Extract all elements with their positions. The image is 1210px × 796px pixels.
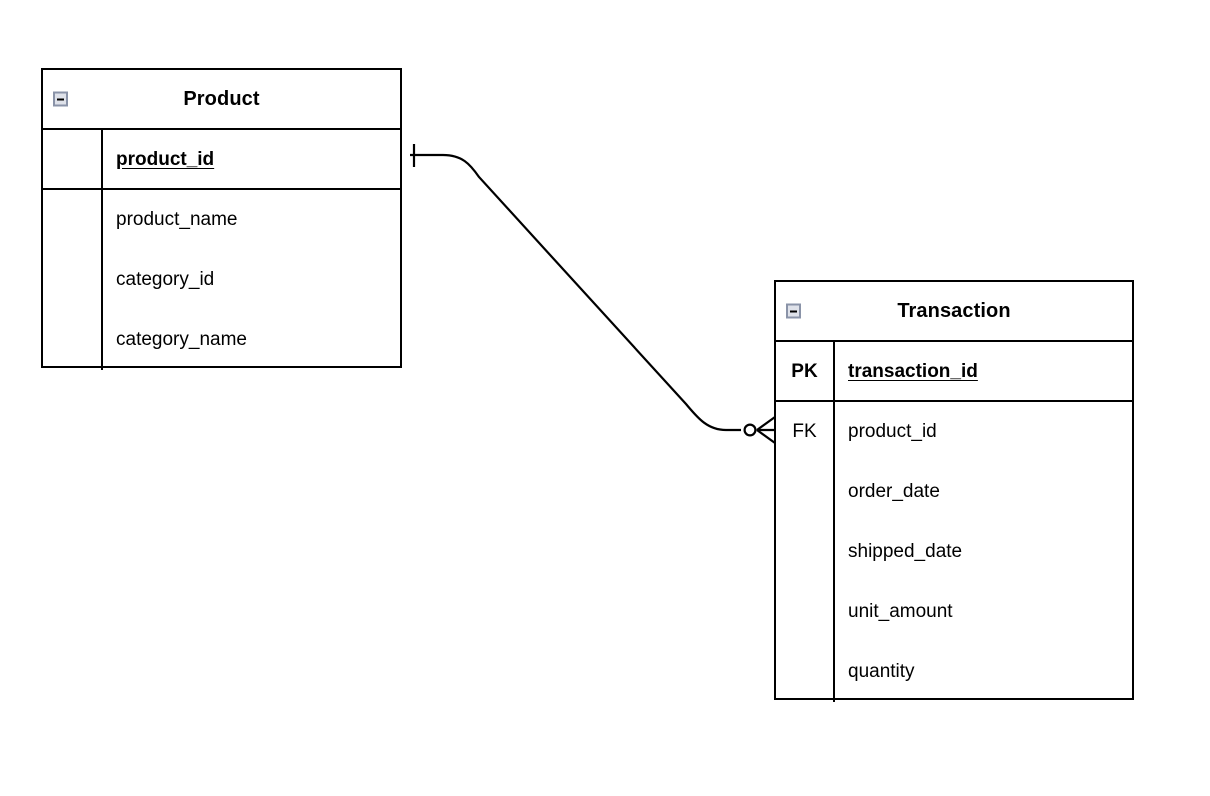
field-key-shipped-date: [776, 522, 833, 582]
field-key-order-date: [776, 462, 833, 522]
entity-product-pk-divider: [43, 188, 400, 190]
entity-product-title: Product: [183, 87, 260, 110]
field-name-category-name: category_name: [116, 329, 247, 350]
entity-product[interactable]: Product product_id product_name category…: [41, 68, 402, 370]
field-row-category-id[interactable]: category_id: [43, 250, 400, 310]
field-row-order-date[interactable]: order_date: [776, 462, 1132, 522]
cardinality-zero-circle: [743, 423, 757, 437]
field-key-product-id: [43, 130, 101, 190]
field-name-product-name: product_name: [116, 209, 238, 230]
minus-icon[interactable]: [53, 91, 68, 107]
entity-product-key-column-rule: [101, 130, 103, 370]
relationship-line-product-transaction[interactable]: [410, 153, 741, 432]
field-name-unit-amount: unit_amount: [848, 601, 953, 622]
entity-transaction-body: PK transaction_id FK product_id order_da…: [776, 342, 1132, 702]
field-key-quantity: [776, 642, 833, 702]
entity-transaction-pk-divider: [776, 400, 1132, 402]
field-name-order-date: order_date: [848, 481, 940, 502]
field-key-transaction-product-id: FK: [792, 421, 817, 442]
field-row-shipped-date[interactable]: shipped_date: [776, 522, 1132, 582]
entity-product-body: product_id product_name category_id cate…: [43, 130, 400, 370]
field-name-quantity: quantity: [848, 661, 915, 682]
field-row-product-name[interactable]: product_name: [43, 190, 400, 250]
entity-transaction-header: Transaction: [776, 282, 1132, 342]
minus-icon-bar: [790, 310, 797, 312]
entity-transaction-key-column-rule: [833, 342, 835, 702]
field-row-transaction-id[interactable]: PK transaction_id: [776, 342, 1132, 402]
cardinality-many-crowsfoot: [756, 416, 776, 444]
field-row-category-name[interactable]: category_name: [43, 310, 400, 370]
field-name-category-id: category_id: [116, 269, 215, 290]
entity-transaction-title: Transaction: [897, 299, 1011, 322]
field-name-transaction-product-id: product_id: [848, 421, 937, 442]
field-row-unit-amount[interactable]: unit_amount: [776, 582, 1132, 642]
field-row-quantity[interactable]: quantity: [776, 642, 1132, 702]
minus-icon-bar: [57, 98, 64, 100]
entity-product-header: Product: [43, 70, 400, 130]
minus-icon[interactable]: [786, 303, 801, 319]
field-key-category-id: [43, 250, 101, 310]
field-key-transaction-id: PK: [791, 361, 818, 382]
field-key-product-name: [43, 190, 101, 250]
field-key-category-name: [43, 310, 101, 370]
field-name-transaction-id: transaction_id: [848, 361, 978, 382]
field-name-product-id: product_id: [116, 149, 215, 170]
field-key-unit-amount: [776, 582, 833, 642]
field-name-shipped-date: shipped_date: [848, 541, 963, 562]
field-row-transaction-product-id[interactable]: FK product_id: [776, 402, 1132, 462]
field-row-product-id[interactable]: product_id: [43, 130, 400, 190]
entity-transaction[interactable]: Transaction PK transaction_id FK product…: [774, 280, 1134, 702]
